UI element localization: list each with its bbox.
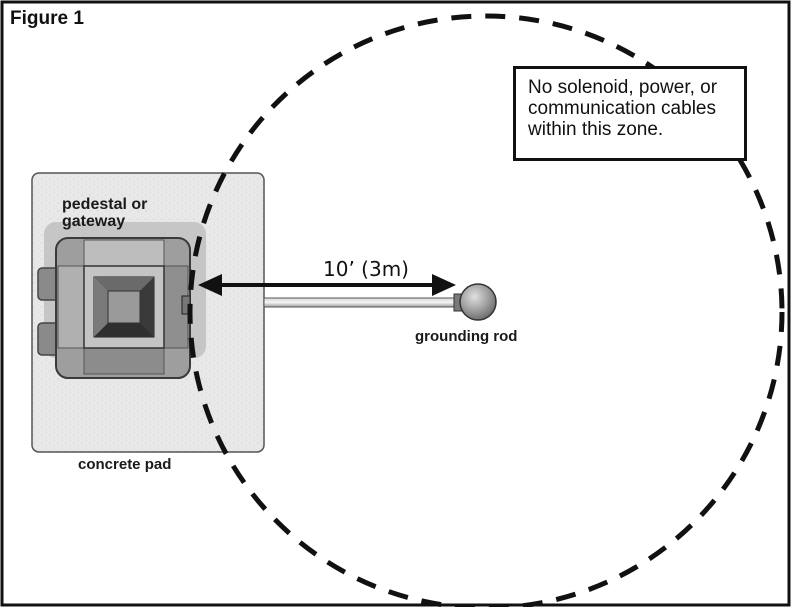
pedestal-label: pedestal or gateway [62,196,147,230]
note-line-3: within this zone. [528,119,664,140]
note-line-2: communication cables [528,98,716,119]
pedestal-lid-center [107,290,141,324]
pedestal-lid-bevel-bottom [94,323,154,337]
grounding-rod [459,283,497,321]
figure-title: Figure 1 [10,8,84,29]
concrete-pad-label: concrete pad [78,456,172,473]
distance-arrow [198,274,456,296]
pedestal-top-panel [83,239,165,267]
exclusion-zone-circle [187,13,785,611]
pedestal-gateway [37,237,191,379]
note-line-1: No solenoid, power, or [528,77,718,98]
pedestal-left-panel [57,265,85,349]
exclusion-note-box: No solenoid, power, or communication cab… [513,66,747,161]
grounding-rod-label: grounding rod [415,328,518,345]
pedestal-lid-bevel-right [140,277,154,337]
pedestal-label-line-1: pedestal or [62,196,148,213]
pedestal-lid-bevel-left [94,277,108,337]
pedestal-lid-bevel-top [94,277,154,291]
arrow-head-right [432,274,456,296]
distance-label: 10’ (3m) [323,257,409,281]
pedestal-label-line-2: gateway [62,213,126,230]
ground-wire-conduit [263,297,461,308]
pedestal-bottom-panel [83,347,165,375]
arrow-head-left [198,274,222,296]
